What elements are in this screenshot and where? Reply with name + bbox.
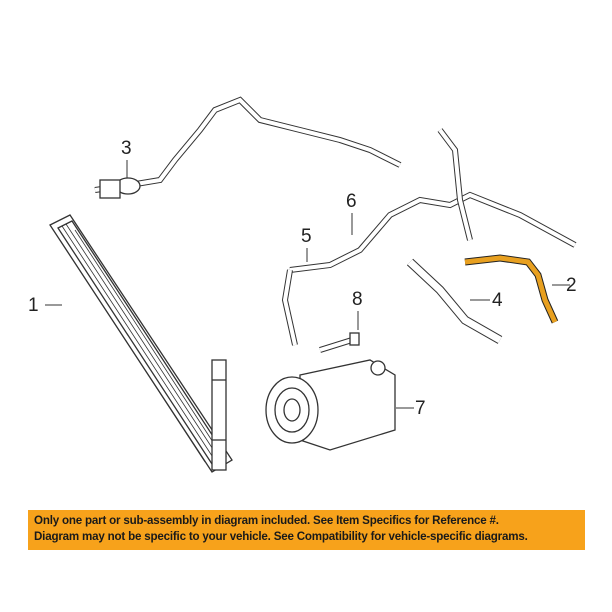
callout-4: 4 — [492, 290, 503, 311]
callout-2: 2 — [566, 275, 577, 296]
leader-lines — [45, 160, 570, 409]
bolt-8 — [319, 332, 360, 353]
callout-1: 1 — [28, 295, 39, 316]
hose-2-highlighted — [464, 254, 559, 324]
hose-4 — [406, 258, 503, 344]
hose-assembly-3 — [94, 96, 402, 199]
callout-7: 7 — [415, 398, 426, 419]
condenser — [49, 214, 233, 473]
compressor — [265, 359, 396, 451]
hose-5 — [281, 128, 577, 346]
disclaimer-line-1: Only one part or sub-assembly in diagram… — [34, 514, 499, 527]
disclaimer-line-2: Diagram may not be specific to your vehi… — [34, 530, 528, 543]
callout-3: 3 — [121, 138, 132, 159]
callout-5: 5 — [301, 226, 312, 247]
disclaimer-banner: Only one part or sub-assembly in diagram… — [28, 510, 585, 550]
callout-6: 6 — [346, 191, 357, 212]
callout-8: 8 — [352, 289, 363, 310]
